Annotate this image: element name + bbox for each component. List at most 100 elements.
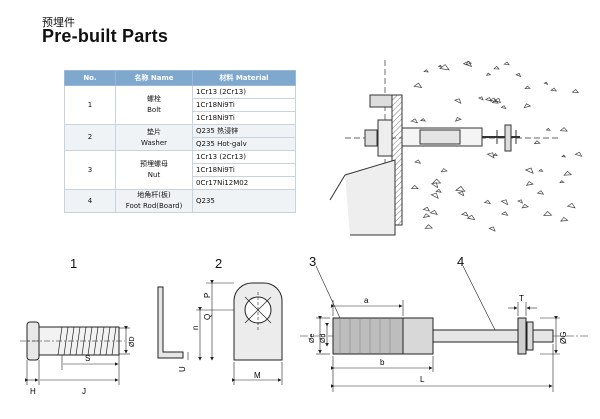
dim-M: M (254, 371, 261, 380)
row-name-en: Foot Rod(Board) (125, 202, 183, 210)
aggregate-speck (422, 206, 431, 212)
part-number-1: 1 (70, 256, 78, 271)
aggregate-speck (533, 140, 541, 145)
aggregate-speck (493, 65, 500, 70)
aggregate-speck (483, 199, 491, 205)
page-title-cn: 预埋件 (42, 16, 75, 29)
aggregate-speck (523, 103, 532, 109)
dim-H: H (30, 387, 36, 396)
aggregate-speck (454, 116, 462, 122)
aggregate-speck (550, 87, 558, 92)
dim-a: a (364, 296, 369, 305)
aggregate-speck (543, 81, 549, 86)
aggregate-speck (536, 190, 545, 195)
dim-P: P (203, 293, 212, 298)
row-name-en: Bolt (147, 106, 161, 114)
aggregate-speck (461, 211, 469, 217)
dim-G: ØG (559, 332, 568, 344)
aggregate-speck (466, 214, 476, 221)
part-number-2: 2 (215, 256, 223, 271)
part-3-4-assembly-drawing (300, 265, 590, 392)
dim-d: Ød (320, 334, 327, 343)
row-name-en: Washer (140, 138, 168, 147)
row-name-cn: 预埋螺母 (140, 160, 168, 168)
page-title-en: Pre-built Parts (42, 26, 169, 46)
aggregate-speck (500, 105, 507, 110)
aggregate-speck (489, 97, 497, 103)
aggregate-speck (413, 82, 423, 88)
aggregate-speck (453, 98, 462, 105)
table-row: 2 垫片 Washer Q235 热浸锌 (64, 124, 296, 151)
row-name: 螺栓 Bolt (115, 85, 193, 125)
row-name: 地角杆(板) Foot Rod(Board) (115, 189, 193, 213)
row-name-en: Nut (147, 171, 161, 179)
aggregate-speck (525, 180, 534, 186)
aggregate-speck (500, 211, 509, 216)
header-material: 材料 Material (192, 70, 296, 86)
aggregate-speck (493, 98, 502, 104)
aggregate-speck (538, 168, 544, 172)
aggregate-speck (503, 61, 510, 66)
row-material: Q235 (192, 189, 296, 213)
aggregate-speck (423, 69, 430, 73)
aggregate-speck (561, 154, 567, 158)
aggregate-speck (571, 89, 580, 94)
aggregate-speck (517, 199, 524, 204)
aggregate-speck (545, 127, 551, 131)
row-name: 预埋螺母 Nut (115, 150, 193, 190)
part-2-washer-drawing (157, 280, 283, 385)
dim-S: S (85, 354, 90, 363)
aggregate-speck (484, 97, 493, 102)
table-header-row: No. 名称 Name 材料 Material (64, 70, 296, 86)
aggregate-speck (485, 72, 492, 76)
aggregate-speck (429, 209, 438, 216)
aggregate-speck (437, 64, 443, 68)
part-number-3: 3 (309, 254, 317, 269)
aggregate-speck (455, 185, 466, 192)
aggregate-speck (465, 60, 473, 66)
dim-D: ØD (129, 337, 136, 348)
materials-table: No. 名称 Name 材料 Material 1 螺栓 Bolt 1Cr13 … (64, 70, 296, 213)
aggregate-speck (500, 199, 509, 206)
table-row: 4 地角杆(板) Foot Rod(Board) Q235 (64, 189, 296, 213)
installation-drawing (329, 60, 560, 236)
row-no: 1 (64, 85, 116, 125)
aggregate-speck (477, 96, 484, 101)
aggregate-speck (566, 202, 576, 209)
dim-U: U (178, 366, 187, 372)
header-no: No. (64, 70, 116, 86)
aggregate-speck (559, 216, 569, 222)
header-name: 名称 Name (115, 70, 193, 86)
dim-L: L (420, 375, 425, 384)
aggregate-speck (488, 226, 496, 232)
aggregate-speck (543, 211, 553, 216)
dim-Q: Q (203, 314, 212, 320)
aggregate-speck (424, 224, 434, 229)
aggregate-speck (435, 188, 442, 193)
aggregate-speck (420, 118, 427, 122)
aggregate-speck (563, 170, 573, 176)
aggregate-speck (524, 167, 534, 174)
row-name-cn: 垫片 (147, 127, 161, 136)
aggregate-speck (414, 159, 422, 164)
aggregate-speck (559, 127, 569, 132)
row-name-cn: 地角杆(板) (137, 191, 171, 199)
concrete-aggregate-pattern (410, 60, 583, 232)
part-number-4: 4 (457, 254, 465, 269)
aggregate-speck (515, 72, 522, 78)
aggregate-speck (559, 180, 565, 184)
table-row: 3 预埋螺母 Nut 1Cr13 (2Cr13) (64, 150, 296, 190)
row-no: 2 (64, 124, 116, 151)
aggregate-speck (430, 182, 439, 189)
row-no: 4 (64, 189, 116, 213)
aggregate-speck (521, 203, 530, 209)
row-name-cn: 螺栓 (147, 95, 161, 103)
aggregate-speck (492, 153, 498, 156)
dim-T: T (519, 294, 524, 303)
aggregate-speck (439, 64, 450, 71)
aggregate-speck (430, 192, 439, 199)
aggregate-speck (431, 178, 442, 184)
aggregate-speck (422, 213, 431, 218)
dim-n: n (191, 326, 200, 330)
